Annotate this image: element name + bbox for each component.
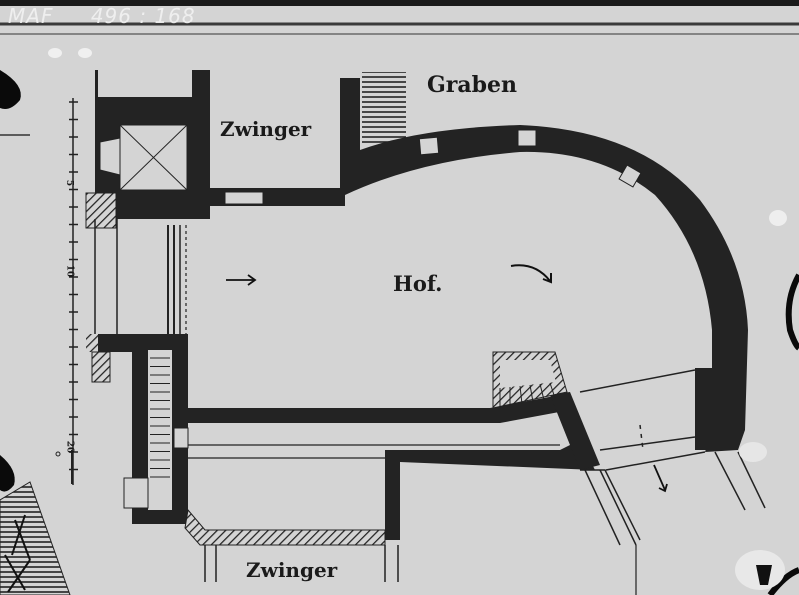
gate-house (579, 369, 706, 471)
south-corridor (185, 392, 600, 540)
roof-fragment-decoration (0, 481, 71, 595)
archive-dot-mark (48, 48, 62, 58)
archive-number: 496 : 168 (90, 4, 196, 28)
graben-hatching (362, 72, 406, 144)
archive-prefix: MAF (8, 4, 54, 28)
tower-top-left (85, 70, 210, 229)
stamp-blob (735, 550, 785, 590)
scale-label-5: 5 (64, 179, 75, 187)
archive-mark: MAF 496 : 168 (8, 4, 196, 28)
edge-arc-right (785, 273, 799, 351)
edge-blob-left-lower (0, 455, 15, 492)
zwinger-wall-hatched (184, 508, 386, 546)
west-gallery (94, 219, 187, 338)
scale-label-20: 20 (64, 440, 75, 454)
label-zwinger-top: Zwinger (220, 117, 312, 141)
label-zwinger-bottom: Zwinger (246, 558, 338, 582)
wall-windows (418, 129, 642, 188)
label-hof: Hof. (393, 271, 443, 296)
scale-label-10: 10 (64, 264, 75, 278)
edge-blob-left (0, 70, 21, 109)
scale-bar (69, 98, 78, 485)
label-graben: Graben (427, 72, 518, 98)
curved-outer-wall (340, 78, 748, 452)
arrow-right-icon (226, 274, 257, 286)
top-border (0, 0, 799, 35)
stair-building-east (492, 351, 568, 409)
stair-tower-left (86, 334, 189, 524)
arrow-curved-right-icon (510, 264, 552, 284)
wall-opening (224, 191, 264, 205)
archive-dot-mark (78, 48, 92, 58)
arrow-down-right-icon (653, 464, 668, 493)
